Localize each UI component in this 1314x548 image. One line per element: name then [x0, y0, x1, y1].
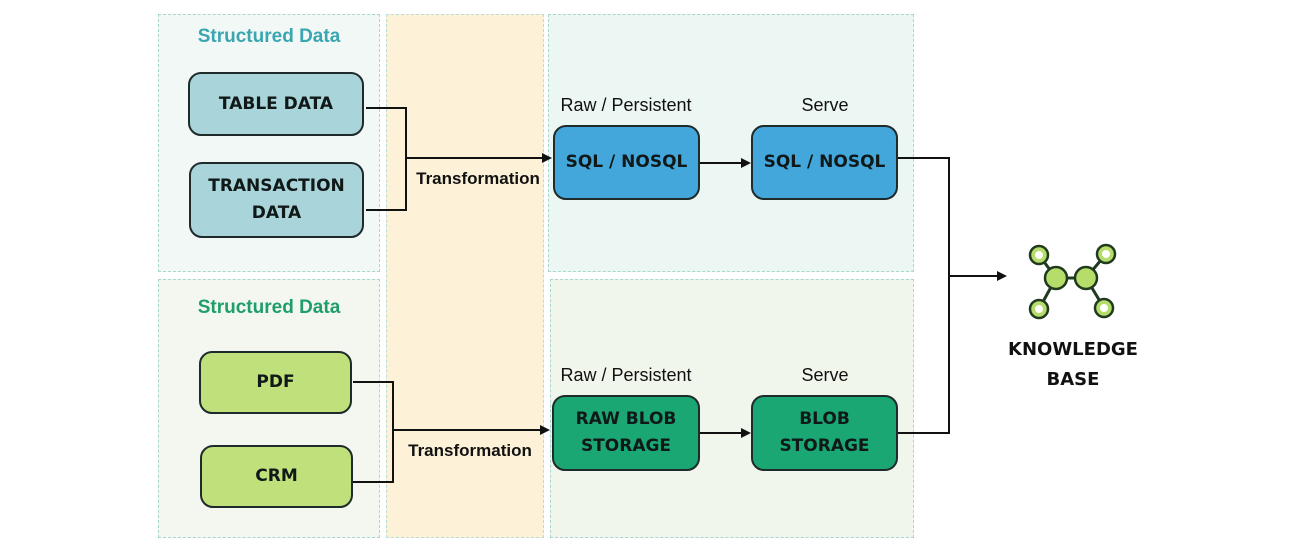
connector-table-data [366, 107, 407, 211]
sql-nosql-raw-node[interactable]: SQL / NOSQL [553, 125, 700, 200]
bottom-transformation-label: Transformation [408, 441, 532, 460]
bottom-raw-persistent-label: Raw / Persistent [560, 365, 692, 385]
blob-storage-node[interactable]: BLOB STORAGE [751, 395, 898, 471]
raw-blob-storage-node[interactable]: RAW BLOB STORAGE [552, 395, 700, 471]
structured-data-title-top: Structured Data [197, 26, 341, 47]
top-raw-persistent-label: Raw / Persistent [560, 95, 692, 115]
knowledge-graph-icon [1028, 243, 1117, 320]
top-transformation-label: Transformation [416, 169, 540, 188]
top-serve-label: Serve [801, 95, 849, 115]
knowledge-base-label: KNOWLEDGE BASE [1008, 339, 1138, 390]
structured-data-title-bottom: Structured Data [197, 297, 341, 318]
crm-node[interactable]: CRM [200, 445, 353, 508]
bottom-serve-label: Serve [801, 365, 849, 385]
transformation-band [386, 14, 544, 538]
pdf-node[interactable]: PDF [199, 351, 352, 414]
connector-pdf [353, 381, 394, 483]
transaction-data-node[interactable]: TRANSACTION DATA [189, 162, 364, 238]
connector-serve-outputs [898, 157, 950, 434]
table-data-node[interactable]: TABLE DATA [188, 72, 364, 136]
sql-nosql-serve-node[interactable]: SQL / NOSQL [751, 125, 898, 200]
